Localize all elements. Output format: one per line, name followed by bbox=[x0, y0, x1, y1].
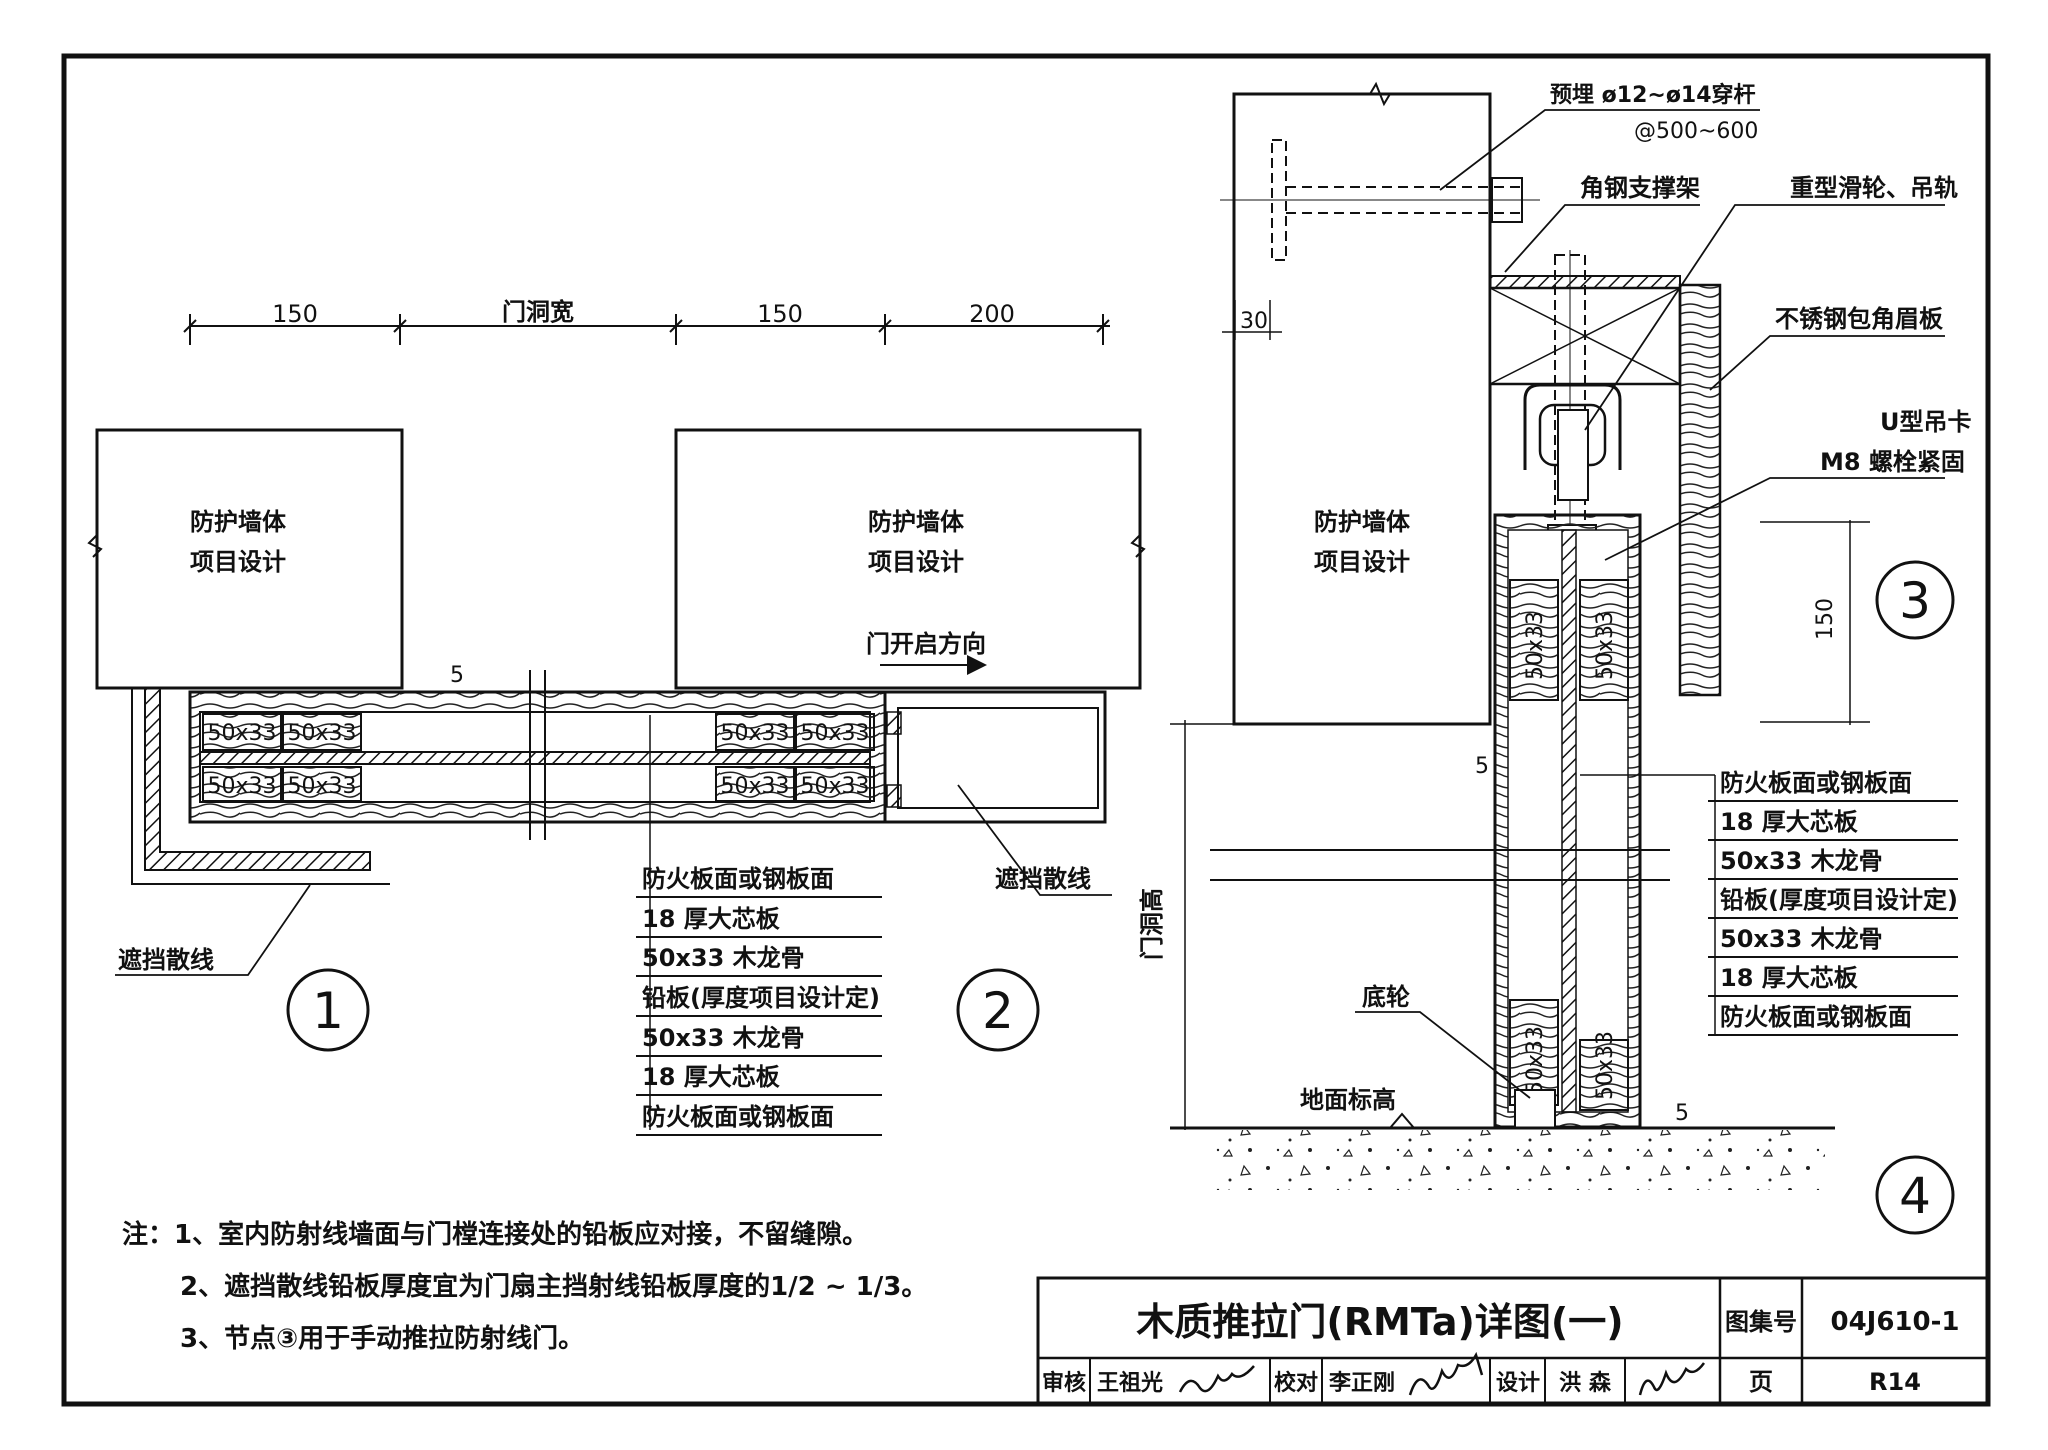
dim-150-section: 150 bbox=[1813, 598, 1838, 640]
pulley-label: 重型滑轮、吊轨 bbox=[1790, 174, 1958, 202]
wall-right bbox=[674, 428, 1142, 690]
bottom-wheel-label: 底轮 bbox=[1362, 983, 1410, 1011]
shield-lead-left bbox=[144, 687, 371, 871]
stud-label: 50x33 bbox=[720, 774, 789, 799]
node-1-label: 1 bbox=[312, 982, 344, 1040]
wall-section-text-2: 项目设计 bbox=[1314, 548, 1410, 576]
stud-label: 50x33 bbox=[207, 721, 276, 746]
stud-label: 50x33 bbox=[287, 774, 356, 799]
stud-label: 50x33 bbox=[800, 774, 869, 799]
gap-5-plan: 5 bbox=[450, 663, 464, 688]
stud-label: 50x33 bbox=[1523, 1026, 1548, 1095]
reviewer-name: 王祖光 bbox=[1097, 1371, 1163, 1396]
node-2-label: 2 bbox=[982, 982, 1014, 1040]
dim-door-height: 门洞高 bbox=[1138, 888, 1166, 960]
layer-b-label: 18 厚大芯板 bbox=[1720, 808, 1859, 836]
wall-left-text-2: 项目设计 bbox=[190, 548, 286, 576]
stud-label: 50x33 bbox=[720, 721, 789, 746]
shield-label-right: 遮挡散线 bbox=[995, 865, 1091, 893]
stainless-label: 不锈钢包角眉板 bbox=[1775, 305, 1944, 333]
angle-label: 角钢支撑架 bbox=[1580, 174, 1700, 202]
node-2-circle bbox=[956, 968, 1040, 1052]
layer-a-label: 防火板面或钢板面 bbox=[642, 865, 834, 893]
rod-spacing-label: @500~600 bbox=[1634, 119, 1758, 144]
wall-left-text-1: 防护墙体 bbox=[190, 508, 287, 536]
gap-5-section-top: 5 bbox=[1475, 754, 1489, 779]
layer-b-label: 50x33 木龙骨 bbox=[1720, 847, 1883, 875]
design-label: 设计 bbox=[1496, 1371, 1540, 1396]
bottom-wheel bbox=[1514, 1089, 1556, 1129]
dim-150-right: 150 bbox=[757, 300, 803, 328]
check-label: 校对 bbox=[1274, 1370, 1318, 1396]
node-3-label: 3 bbox=[1899, 572, 1931, 630]
section-detail: 防护墙体 项目设计 50x33 50x33 50x33 bbox=[1138, 81, 1972, 1235]
stud-label: 50x33 bbox=[207, 774, 276, 799]
drawing-title: 木质推拉门(RMTa)详图(一) bbox=[1136, 1300, 1623, 1344]
open-direction-label: 门开启方向 bbox=[866, 630, 986, 658]
node-1-circle bbox=[286, 968, 370, 1052]
node-4-circle bbox=[1875, 1155, 1955, 1235]
note-2: 2、遮挡散线铅板厚度宜为门扇主挡射线铅板厚度的1/2 ~ 1/3。 bbox=[180, 1271, 927, 1302]
review-label: 审核 bbox=[1042, 1370, 1086, 1396]
stainless-fascia bbox=[1678, 283, 1722, 697]
layer-b-label: 防火板面或钢板面 bbox=[1720, 769, 1912, 797]
atlas-number: 04J610-1 bbox=[1830, 1307, 1959, 1337]
dim-150-left: 150 bbox=[272, 300, 318, 328]
layer-a-label: 18 厚大芯板 bbox=[642, 1063, 781, 1091]
dim-30: 30 bbox=[1240, 309, 1268, 334]
floor-concrete bbox=[1215, 1130, 1825, 1190]
stud-label: 50x33 bbox=[800, 721, 869, 746]
checker-signature bbox=[1408, 1351, 1484, 1396]
lead-sheet-section bbox=[1561, 529, 1577, 1113]
node-3-circle bbox=[1875, 560, 1955, 640]
note-3: 3、节点③用于手动推拉防射线门。 bbox=[180, 1323, 584, 1354]
wall-right-text-2: 项目设计 bbox=[868, 548, 964, 576]
notes: 注：1、室内防射线墙面与门樘连接处的铅板应对接，不留缝隙。 2、遮挡散线铅板厚度… bbox=[122, 1219, 927, 1354]
atlas-label: 图集号 bbox=[1725, 1308, 1797, 1336]
reviewer-signature bbox=[1178, 1365, 1255, 1393]
node-4-label: 4 bbox=[1899, 1167, 1931, 1225]
lead-sheet-plan bbox=[199, 751, 871, 765]
layer-a-label: 铅板(厚度项目设计定) bbox=[642, 984, 880, 1012]
layer-b-label: 18 厚大芯板 bbox=[1720, 964, 1859, 992]
title-block: 木质推拉门(RMTa)详图(一) 图集号 04J610-1 页 R14 审核 王… bbox=[1036, 1276, 1990, 1406]
layer-a-label: 18 厚大芯板 bbox=[642, 905, 781, 933]
stud-label: 50x33 bbox=[1593, 1031, 1618, 1100]
plan-detail: 150 门洞宽 150 200 防护墙体 项目设计 防护墙体 项目设计 门开启方… bbox=[87, 298, 1146, 1136]
floor-label: 地面标高 bbox=[1300, 1086, 1396, 1114]
gap-5-section-bottom: 5 bbox=[1675, 1101, 1689, 1126]
designer-name: 洪 森 bbox=[1559, 1370, 1612, 1396]
stud-label: 50x33 bbox=[1593, 611, 1618, 680]
layer-a-label: 50x33 木龙骨 bbox=[642, 1024, 805, 1052]
wall-left bbox=[95, 428, 404, 690]
shield-label-left: 遮挡散线 bbox=[118, 946, 214, 974]
layer-a-label: 50x33 木龙骨 bbox=[642, 944, 805, 972]
u-clip-label: U型吊卡 bbox=[1880, 408, 1972, 436]
wall-section-text-1: 防护墙体 bbox=[1314, 508, 1411, 536]
dim-200: 200 bbox=[969, 300, 1015, 328]
wall-section bbox=[1232, 92, 1492, 726]
layer-b-label: 50x33 木龙骨 bbox=[1720, 925, 1883, 953]
checker-name: 李正刚 bbox=[1328, 1371, 1395, 1396]
page-label: 页 bbox=[1749, 1368, 1773, 1396]
page-number: R14 bbox=[1869, 1368, 1921, 1396]
layer-a-label: 防火板面或钢板面 bbox=[642, 1103, 834, 1131]
bolt-label: M8 螺栓紧固 bbox=[1820, 448, 1965, 476]
stud-label: 50x33 bbox=[287, 721, 356, 746]
layer-b-label: 防火板面或钢板面 bbox=[1720, 1003, 1912, 1031]
stud-label: 50x33 bbox=[1523, 611, 1548, 680]
wall-right-text-1: 防护墙体 bbox=[868, 508, 965, 536]
drawing-frame bbox=[61, 53, 1991, 1407]
rod-label: 预埋 ø12~ø14穿杆 bbox=[1550, 82, 1756, 108]
dim-door-width: 门洞宽 bbox=[502, 298, 574, 326]
designer-signature bbox=[1638, 1362, 1706, 1396]
note-1: 注：1、室内防射线墙面与门樘连接处的铅板应对接，不留缝隙。 bbox=[122, 1219, 868, 1250]
layer-b-label: 铅板(厚度项目设计定) bbox=[1720, 886, 1958, 914]
